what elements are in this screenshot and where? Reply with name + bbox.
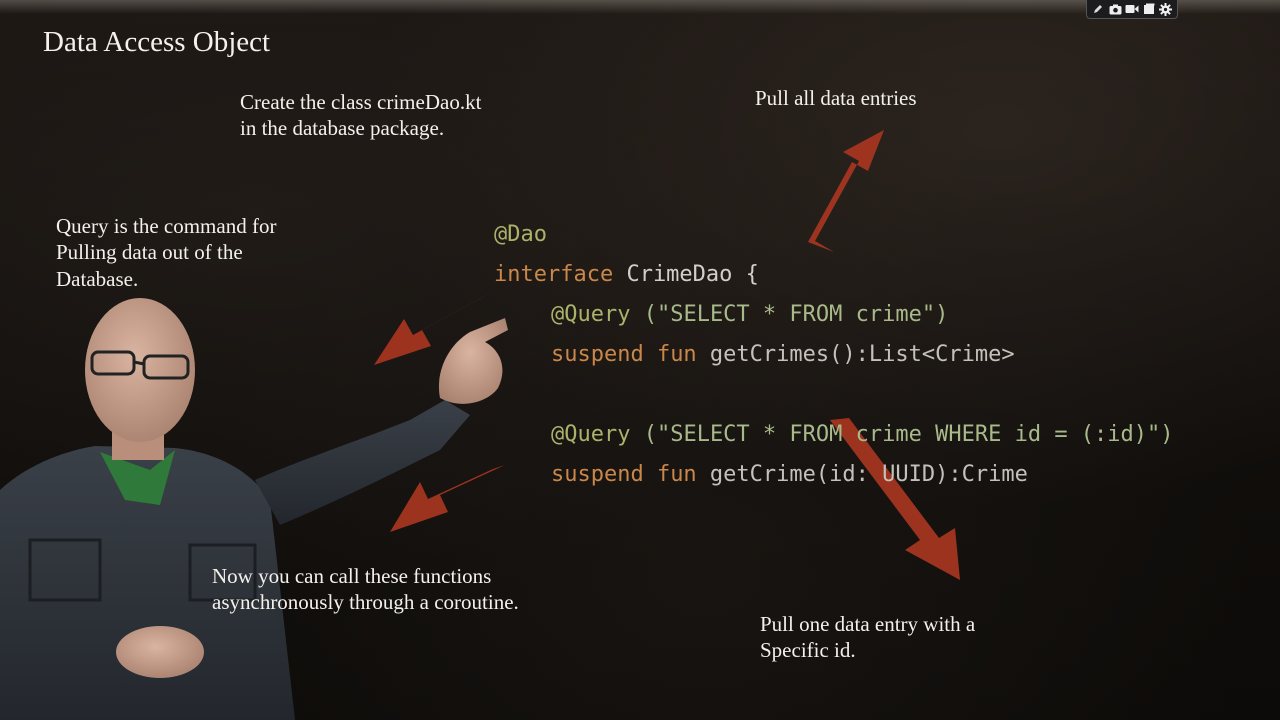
arrow-to-coroutine-caption — [390, 465, 505, 532]
code-fun1-keywords: suspend fun — [550, 342, 697, 367]
code-fun1-signature: getCrimes():List<Crime> — [696, 342, 1015, 367]
code-line-query-1: @Query ("SELECT * FROM crime") — [498, 277, 948, 352]
slide-title: Data Access Object — [43, 26, 271, 58]
caption-pull-all: Pull all data entries — [755, 86, 917, 110]
caption-query-line-1: Query is the command for — [56, 214, 277, 238]
caption-coroutine: Now you can call these functions asynchr… — [212, 563, 519, 616]
gear-icon[interactable] — [1159, 2, 1173, 16]
caption-pull-one: Pull one data entry with a Specific id. — [760, 611, 975, 664]
arrow-to-query-caption — [374, 292, 492, 365]
video-icon[interactable] — [1125, 2, 1139, 16]
code-query2-args: ("SELECT * FROM crime WHERE id = (:id)") — [630, 422, 1174, 447]
code-line-query-2: @Query ("SELECT * FROM crime WHERE id = … — [498, 397, 1174, 472]
code-query2-annotation: @Query — [550, 422, 631, 447]
caption-coroutine-line-2: asynchronously through a coroutine. — [212, 590, 519, 615]
code-line-fun-1: suspend fun getCrimes():List<Crime> — [498, 317, 1015, 392]
caption-pull-one-line-1: Pull one data entry with a — [760, 612, 976, 636]
caption-create-line-2: in the database package. — [240, 116, 445, 141]
edit-icon[interactable] — [1091, 2, 1105, 16]
code-interface-keyword: interface — [493, 262, 614, 287]
arrow-to-pull-all — [808, 130, 884, 252]
code-line-dao: @Dao — [441, 197, 547, 272]
camera-icon[interactable] — [1108, 2, 1122, 16]
code-query1-args: ("SELECT * FROM crime") — [630, 302, 949, 327]
arrow-to-pull-one — [830, 418, 960, 580]
chalkboard-edge — [0, 0, 1280, 14]
code-line-interface: interface CrimeDao { — [441, 237, 759, 312]
caption-create-line-1: Create the class crimeDao.kt — [240, 90, 482, 114]
caption-query: Query is the command for Pulling data ou… — [56, 213, 276, 292]
code-query1-annotation: @Query — [550, 302, 631, 327]
code-fun2-keywords: suspend fun — [550, 462, 697, 487]
caption-query-line-2: Pulling data out of the — [56, 240, 243, 265]
code-interface-name: CrimeDao { — [613, 262, 759, 287]
caption-query-line-3: Database. — [56, 266, 139, 291]
code-dao-annotation: @Dao — [493, 222, 547, 247]
caption-coroutine-line-1: Now you can call these functions — [212, 564, 492, 588]
code-line-fun-2: suspend fun getCrime(id: UUID):Crime — [498, 437, 1028, 512]
caption-create-class: Create the class crimeDao.kt in the data… — [240, 89, 481, 142]
caption-pull-one-line-2: Specific id. — [760, 638, 856, 663]
player-toolbar — [1086, 0, 1178, 19]
window-icon[interactable] — [1142, 2, 1156, 16]
code-fun2-signature: getCrime(id: UUID):Crime — [696, 462, 1028, 487]
